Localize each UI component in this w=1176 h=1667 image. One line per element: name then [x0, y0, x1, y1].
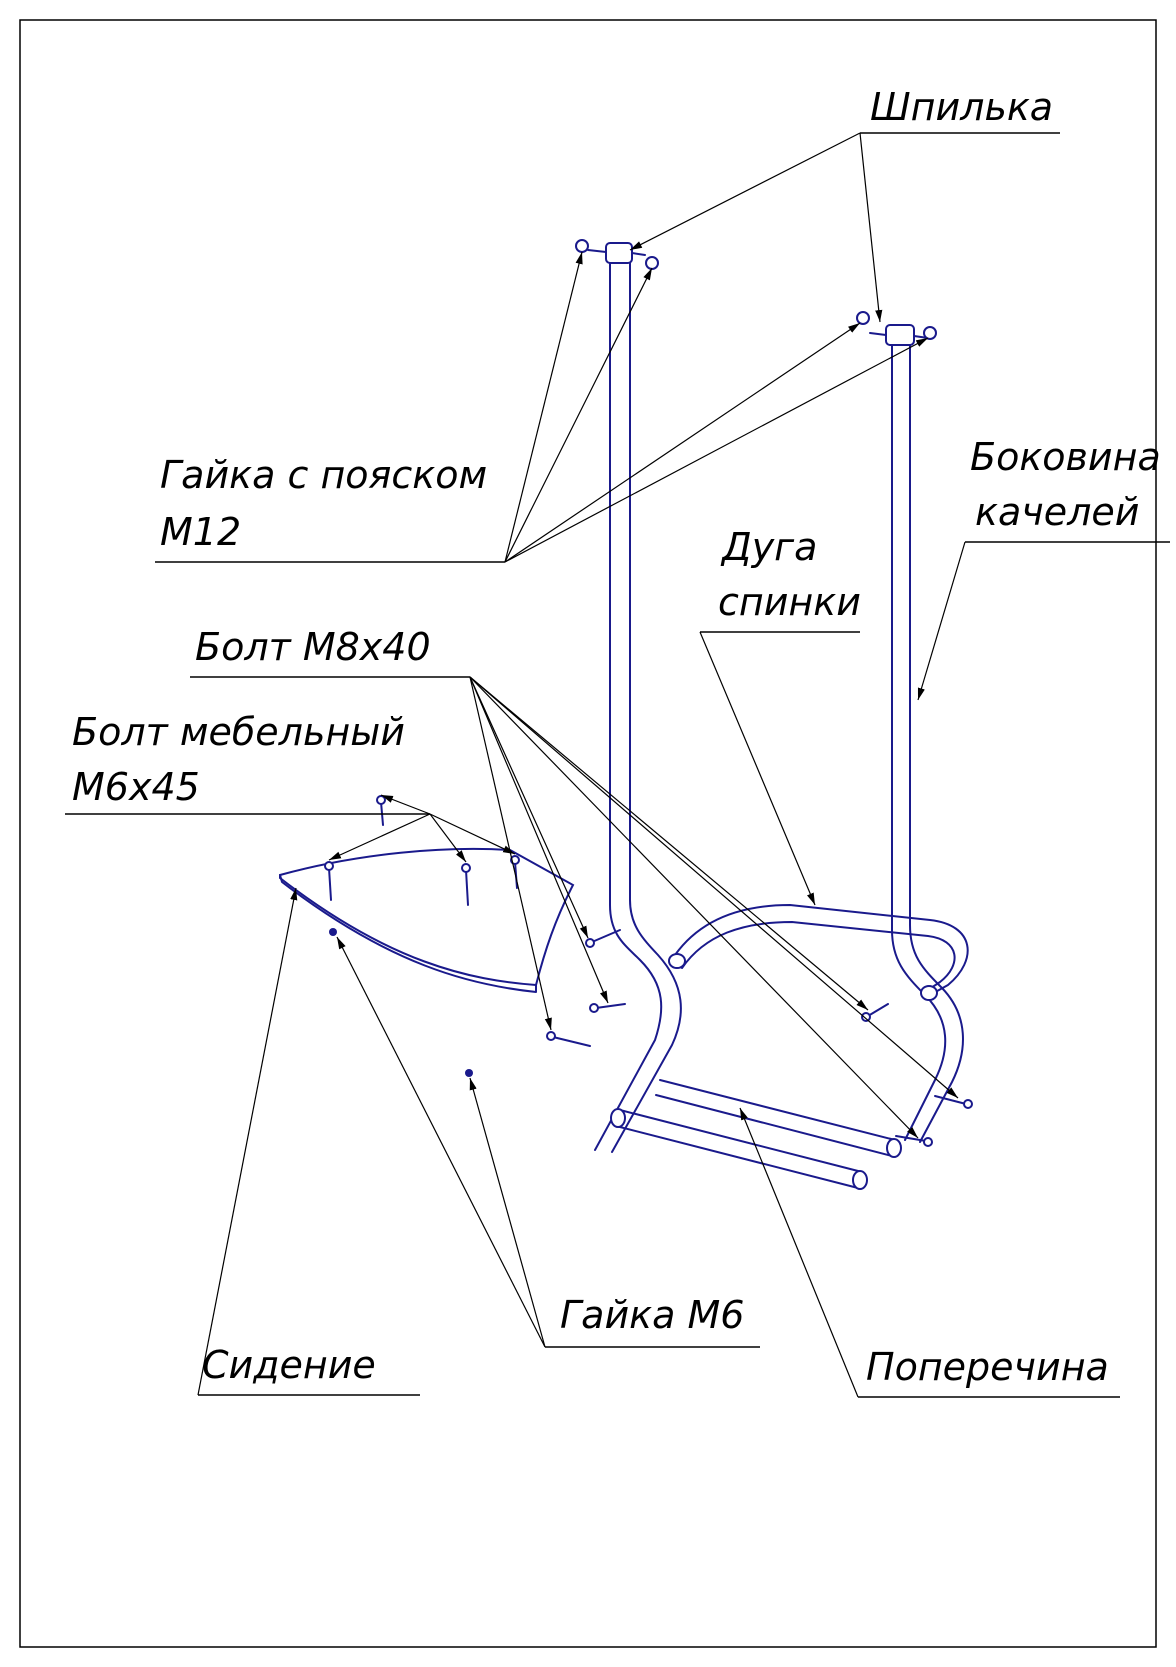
right-pin-block — [885, 324, 915, 346]
label-bolt-mebelny-line2: M6x45 — [72, 765, 200, 809]
label-gaika-poyasok-line1: Гайка с пояском — [160, 453, 487, 497]
callout-labels: Шпилька Гайка с пояском M12 Боковина кач… — [72, 85, 1161, 1389]
label-bokovina-line1: Боковина — [970, 435, 1161, 479]
left-pin-block — [605, 242, 633, 264]
back-arc — [668, 904, 969, 1001]
label-poperechina: Поперечина — [866, 1345, 1109, 1389]
bolts-m8 — [546, 929, 973, 1147]
label-gaika-poyasok-line2: M12 — [160, 510, 241, 554]
nuts-m12 — [575, 239, 937, 340]
swing-parts — [279, 239, 973, 1190]
label-duga-line1: Дуга — [720, 525, 817, 569]
label-sidenie: Сидение — [202, 1343, 376, 1387]
drawing-frame — [19, 19, 1157, 1648]
right-side-frame — [869, 324, 964, 1143]
left-side-frame — [587, 242, 682, 1153]
label-bokovina-line2: качелей — [975, 490, 1139, 534]
leader-lines — [65, 132, 1170, 1398]
label-bolt-mebelny-line1: Болт мебельный — [72, 710, 405, 754]
label-gaika-m6: Гайка M6 — [560, 1293, 744, 1337]
label-shpilka: Шпилька — [870, 85, 1053, 129]
seat — [279, 795, 575, 1077]
cross-bars — [610, 1079, 902, 1190]
label-duga-line2: спинки — [718, 580, 861, 624]
label-bolt-m8: Болт M8x40 — [195, 625, 431, 669]
